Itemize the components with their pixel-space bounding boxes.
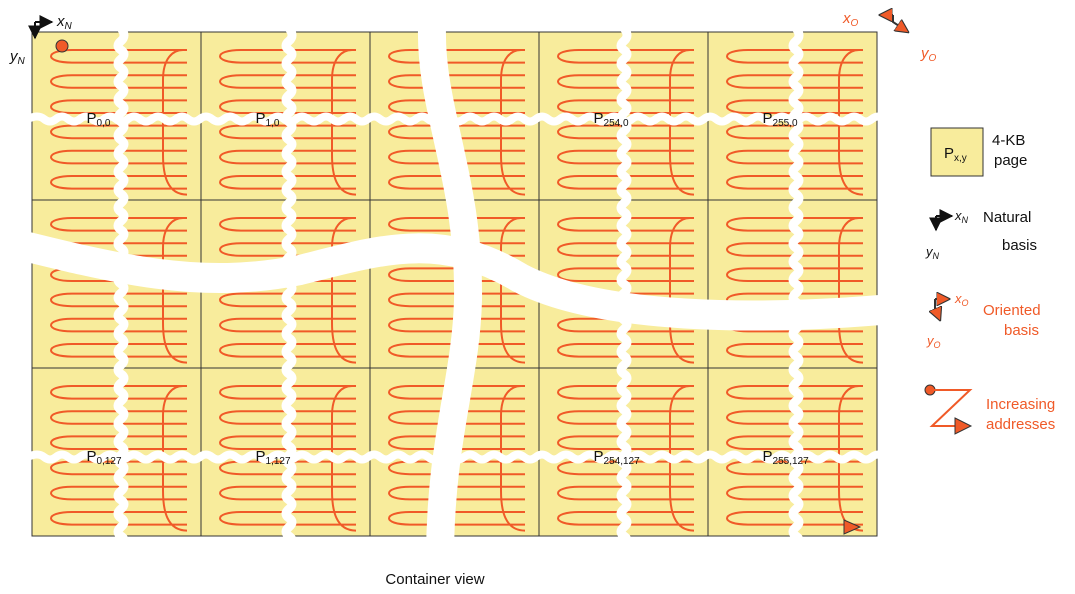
horizontal-tear [26, 112, 899, 126]
address-zigzag [50, 49, 188, 196]
legend-page-desc-2: page [994, 152, 1027, 169]
legend-natural-desc-2: basis [1002, 237, 1037, 254]
address-zigzag [219, 385, 357, 532]
natural-axes-topleft: xN yN [9, 13, 73, 67]
page-label: P1,0 [256, 110, 280, 129]
address-zigzag [388, 49, 526, 196]
vertical-tear [616, 25, 632, 558]
legend-natural-y: yN [925, 244, 940, 261]
legend-oriented-y: yO [926, 333, 941, 350]
page-label: P1,127 [256, 448, 291, 467]
vertical-tear [113, 25, 129, 558]
legend-oriented-desc-1: Oriented [983, 302, 1041, 319]
address-curves [50, 49, 864, 532]
legend-oriented-x: xO [954, 291, 969, 308]
legend-page-box [930, 127, 984, 177]
page-label: P254,0 [594, 110, 629, 129]
address-zigzag [557, 49, 695, 196]
page-label: P254,127 [594, 448, 641, 467]
oriented-axes-topright: xO yO [842, 10, 937, 64]
page-label: P0,127 [87, 448, 122, 467]
address-zigzag [726, 385, 864, 532]
oriented-y-label: yO [920, 45, 937, 64]
legend-page-box-label: Px,y [944, 145, 967, 164]
oriented-x-label: xO [842, 10, 859, 29]
address-zigzag [726, 49, 864, 196]
figure-caption: Container view [385, 571, 484, 588]
legend-natural-desc-1: Natural [983, 209, 1031, 226]
page-label: P0,0 [87, 110, 111, 129]
vertical-tear [281, 25, 297, 558]
legend-increasing-desc-2: addresses [986, 416, 1055, 433]
address-start-dot [55, 39, 69, 53]
address-zigzag [219, 49, 357, 196]
natural-x-label: xN [56, 13, 73, 32]
address-end-arrow [843, 519, 862, 535]
legend-page-desc-1: 4-KB [992, 132, 1025, 149]
address-zigzag [388, 385, 526, 532]
horizontal-tear [26, 450, 899, 464]
address-zigzag [50, 385, 188, 532]
page-labels: P0,0 P1,0 P254,0 P255,0P0,127 P1,127 P254,127… [87, 110, 810, 467]
central-vertical-band [417, 27, 483, 561]
middle-horizontal-band [0, 225, 882, 331]
legend: Px,y 4-KB page xN yN Natural basis xO yO… [924, 127, 1055, 435]
vertical-tear [788, 25, 804, 558]
address-zigzag [557, 385, 695, 532]
legend-increasing-desc-1: Increasing [986, 396, 1055, 413]
natural-y-label: yN [9, 48, 26, 67]
elision-tears [0, 25, 899, 561]
page-label: P255,127 [763, 448, 810, 467]
legend-natural-x: xN [954, 208, 969, 225]
page-label: P255,0 [763, 110, 798, 129]
legend-oriented-desc-2: basis [1004, 322, 1039, 339]
